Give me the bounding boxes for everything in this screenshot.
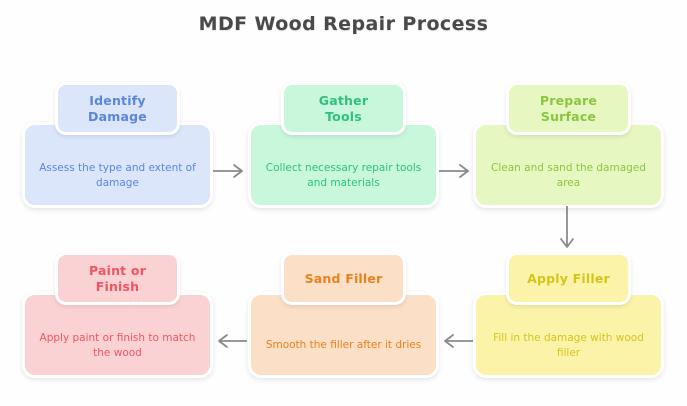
- flow-node-header: Apply Filler: [506, 252, 631, 305]
- flow-node-title-line1: Identify: [89, 92, 146, 108]
- arrow-apply-filler-to-sand-filler: [439, 331, 475, 351]
- flow-node-title-line1: Apply Filler: [527, 270, 610, 286]
- arrow-identify-damage-to-gather-tools: [213, 161, 249, 181]
- arrow-prepare-surface-to-apply-filler: [557, 206, 577, 254]
- flow-node-title-line2: Surface: [540, 108, 597, 124]
- flow-node-title-line1: Gather: [318, 92, 369, 108]
- flow-node-description: Assess the type and extent of damage: [39, 161, 196, 189]
- flow-node-body: Clean and sand the damaged area: [473, 122, 664, 208]
- flow-node-description: Clean and sand the damaged area: [491, 161, 646, 189]
- flow-node-title-line1: Sand Filler: [304, 270, 383, 286]
- flow-node-header: Identify Damage: [55, 82, 180, 135]
- flow-node-header: Prepare Surface: [506, 82, 631, 135]
- flow-node-body: Assess the type and extent of damage: [22, 122, 213, 208]
- flow-node-body: Apply paint or finish to match the wood: [22, 292, 213, 378]
- flow-node-title: Paint or Finish: [89, 263, 146, 294]
- flow-node-description: Smooth the filler after it dries: [265, 339, 422, 352]
- flow-node-body: Smooth the filler after it dries: [248, 292, 439, 378]
- flow-node-title: Apply Filler: [527, 271, 610, 287]
- flow-node-title-line1: Paint or: [88, 262, 147, 278]
- page-title: MDF Wood Repair Process: [198, 13, 489, 35]
- flow-node-title: Sand Filler: [305, 271, 383, 287]
- flow-node-header: Gather Tools: [281, 82, 406, 135]
- flow-node-title: Prepare Surface: [540, 93, 597, 124]
- flow-node-body: Collect necessary repair tools and mater…: [248, 122, 439, 208]
- flow-node-title: Identify Damage: [88, 93, 147, 124]
- flow-node-header: Sand Filler: [281, 252, 406, 305]
- flow-node-title: Gather Tools: [319, 93, 368, 124]
- arrow-sand-filler-to-paint-or-finish: [213, 331, 249, 351]
- flow-node-description: Fill in the damage with wood filler: [493, 331, 644, 359]
- flow-node-title-line2: Finish: [95, 278, 140, 294]
- flow-node-title-line2: Damage: [88, 108, 147, 124]
- flow-node-body: Fill in the damage with wood filler: [473, 292, 664, 378]
- flow-node-title-line1: Prepare: [539, 92, 598, 108]
- arrow-gather-tools-to-prepare-surface: [439, 161, 475, 181]
- flow-node-title-line2: Tools: [325, 108, 362, 124]
- flow-node-description: Collect necessary repair tools and mater…: [265, 161, 422, 189]
- flow-node-header: Paint or Finish: [55, 252, 180, 305]
- flow-node-description: Apply paint or finish to match the wood: [39, 331, 196, 359]
